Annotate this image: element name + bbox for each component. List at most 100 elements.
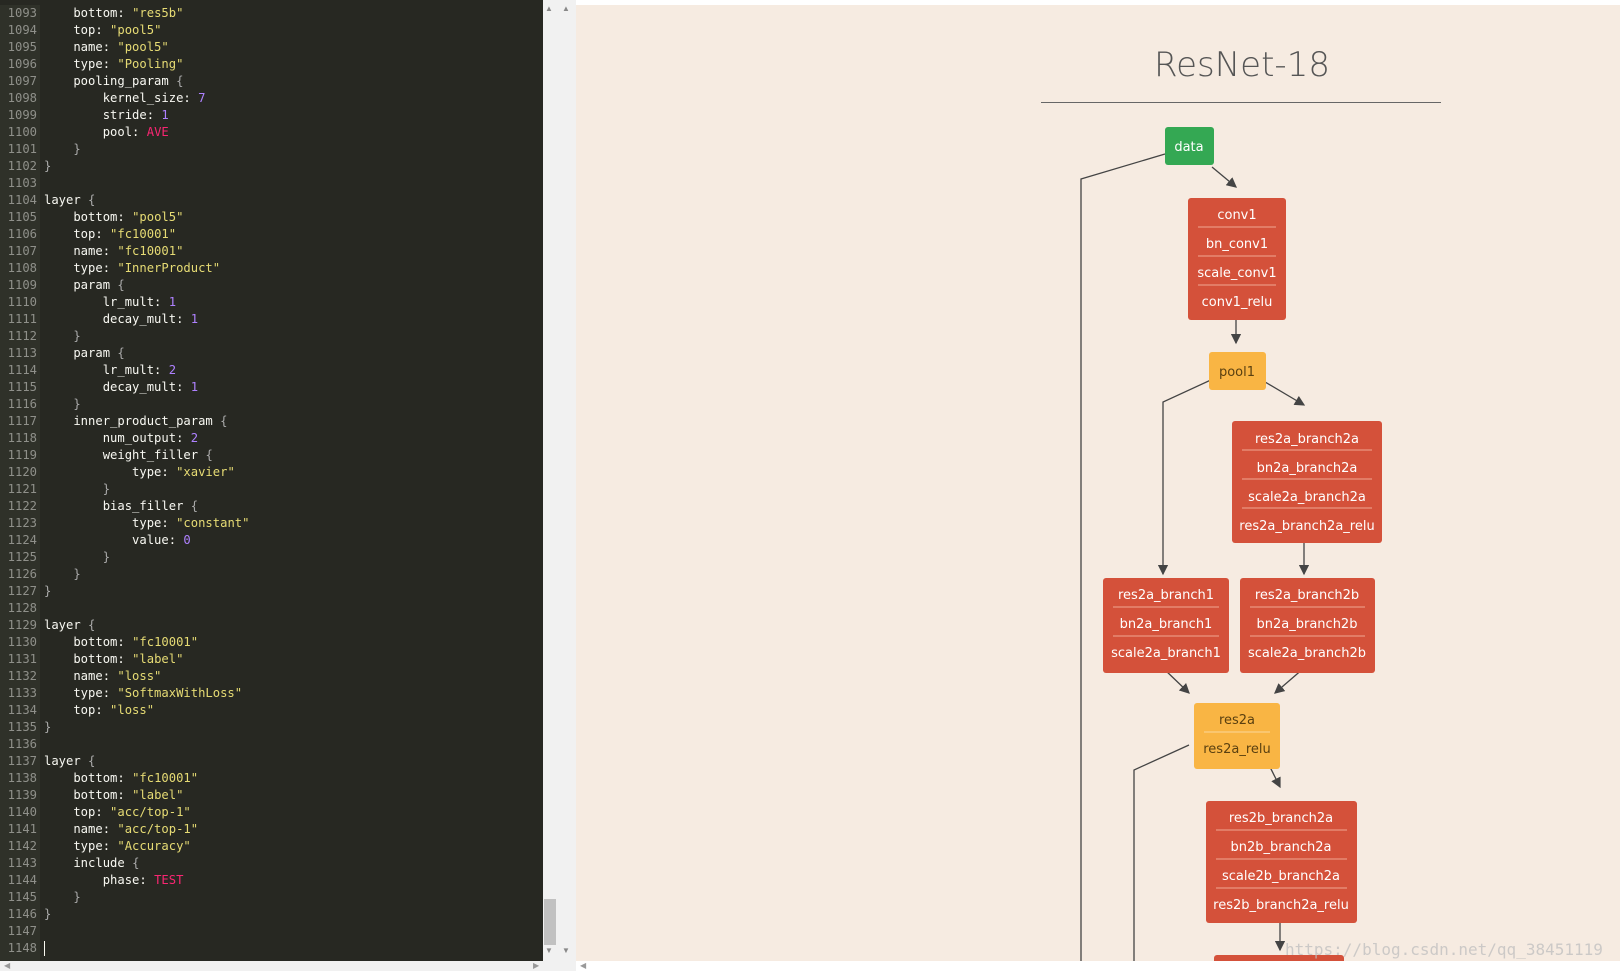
code-line[interactable]: inner_product_param { xyxy=(44,413,543,430)
code-token: name: xyxy=(44,40,118,54)
code-line[interactable]: } xyxy=(44,158,543,175)
code-token: value: xyxy=(44,533,184,547)
res2a-layer-label: res2a_relu xyxy=(1203,742,1270,757)
edge-res2a-skip xyxy=(1133,744,1190,961)
code-line[interactable]: } xyxy=(44,889,543,906)
network-graph[interactable]: data conv1 bn_conv1 scale_conv1 conv1_re… xyxy=(576,5,1620,961)
code-line[interactable]: layer { xyxy=(44,192,543,209)
code-line[interactable] xyxy=(44,940,543,957)
scrollbar-thumb[interactable] xyxy=(544,899,556,945)
scroll-right-arrow-icon[interactable]: ▶ xyxy=(533,961,540,970)
line-number: 1127 xyxy=(7,584,37,598)
code-line[interactable]: kernel_size: 7 xyxy=(44,90,543,107)
code-line[interactable]: param { xyxy=(44,345,543,362)
code-line[interactable]: type: "InnerProduct" xyxy=(44,260,543,277)
code-token xyxy=(44,142,73,156)
code-line[interactable]: name: "loss" xyxy=(44,668,543,685)
code-line[interactable]: bottom: "fc10001" xyxy=(44,634,543,651)
line-number: 1147 xyxy=(7,924,37,938)
code-line[interactable]: pool: AVE xyxy=(44,124,543,141)
node-next-partial[interactable] xyxy=(1214,955,1344,961)
code-line[interactable]: top: "pool5" xyxy=(44,22,543,39)
code-line[interactable]: lr_mult: 1 xyxy=(44,294,543,311)
node-conv1[interactable]: conv1 bn_conv1 scale_conv1 conv1_relu xyxy=(1188,198,1286,320)
line-number: 1123 xyxy=(7,516,37,530)
line-number: 1128 xyxy=(7,601,37,615)
code-line[interactable]: decay_mult: 1 xyxy=(44,379,543,396)
scroll-up-arrow-icon[interactable]: ▲ xyxy=(562,4,570,13)
scroll-left-arrow-icon[interactable]: ◀ xyxy=(580,961,587,970)
code-line[interactable]: name: "fc10001" xyxy=(44,243,543,260)
code-line[interactable]: type: "Pooling" xyxy=(44,56,543,73)
node-data[interactable]: data xyxy=(1165,127,1214,165)
scroll-down-arrow-icon[interactable]: ▼ xyxy=(545,946,553,955)
code-line[interactable]: type: "SoftmaxWithLoss" xyxy=(44,685,543,702)
code-line[interactable]: } xyxy=(44,141,543,158)
code-token: "InnerProduct" xyxy=(117,261,221,275)
code-line[interactable]: stride: 1 xyxy=(44,107,543,124)
code-line[interactable] xyxy=(44,923,543,940)
scroll-up-arrow-icon[interactable]: ▲ xyxy=(545,4,553,13)
code-line[interactable]: top: "fc10001" xyxy=(44,226,543,243)
code-line[interactable]: } xyxy=(44,396,543,413)
code-line[interactable]: value: 0 xyxy=(44,532,543,549)
code-line[interactable]: bottom: "label" xyxy=(44,787,543,804)
code-line[interactable]: } xyxy=(44,328,543,345)
code-line[interactable]: param { xyxy=(44,277,543,294)
code-line[interactable]: } xyxy=(44,719,543,736)
code-line[interactable] xyxy=(44,600,543,617)
code-line[interactable]: } xyxy=(44,906,543,923)
scroll-down-arrow-icon[interactable]: ▼ xyxy=(562,946,570,955)
code-line[interactable]: bias_filler { xyxy=(44,498,543,515)
node-pool1[interactable]: pool1 xyxy=(1209,352,1266,390)
viewer-horizontal-scrollbar[interactable]: ◀ xyxy=(576,961,1620,971)
code-line[interactable]: bottom: "label" xyxy=(44,651,543,668)
line-number: 1108 xyxy=(7,261,37,275)
code-line[interactable]: } xyxy=(44,566,543,583)
editor-vertical-scrollbar[interactable]: ▲ ▲ ▼ ▼ xyxy=(543,0,576,961)
code-line[interactable]: pooling_param { xyxy=(44,73,543,90)
node-res2a-branch1[interactable]: res2a_branch1 bn2a_branch1 scale2a_branc… xyxy=(1103,578,1229,673)
code-line[interactable] xyxy=(44,736,543,753)
network-graph-viewer[interactable]: ResNet-18 data xyxy=(576,5,1620,961)
node-res2a[interactable]: res2a res2a_relu xyxy=(1194,703,1280,769)
code-line[interactable]: bottom: "res5b" xyxy=(44,5,543,22)
code-line[interactable]: top: "loss" xyxy=(44,702,543,719)
code-line[interactable]: type: "xavier" xyxy=(44,464,543,481)
code-text[interactable]: bottom: "res5b" top: "pool5" name: "pool… xyxy=(44,5,543,957)
code-line[interactable]: weight_filler { xyxy=(44,447,543,464)
scroll-left-arrow-icon[interactable]: ◀ xyxy=(4,961,11,970)
line-number: 1097 xyxy=(7,74,37,88)
code-line[interactable]: lr_mult: 2 xyxy=(44,362,543,379)
code-line[interactable] xyxy=(44,175,543,192)
code-line[interactable]: name: "acc/top-1" xyxy=(44,821,543,838)
code-line[interactable]: type: "constant" xyxy=(44,515,543,532)
line-number: 1122 xyxy=(7,499,37,513)
line-number: 1125 xyxy=(7,550,37,564)
code-line[interactable]: } xyxy=(44,549,543,566)
editor-horizontal-scrollbar[interactable]: ◀ ▶ xyxy=(0,961,576,971)
code-line[interactable]: } xyxy=(44,481,543,498)
code-line[interactable]: layer { xyxy=(44,617,543,634)
code-line[interactable]: bottom: "pool5" xyxy=(44,209,543,226)
res2b-branch2a-layer-label: res2b_branch2a_relu xyxy=(1213,898,1349,913)
node-res2a-branch2a[interactable]: res2a_branch2a bn2a_branch2a scale2a_bra… xyxy=(1232,421,1382,543)
res2b-branch2a-layer-label: res2b_branch2a xyxy=(1229,811,1333,826)
code-line[interactable]: bottom: "fc10001" xyxy=(44,770,543,787)
code-token xyxy=(44,550,103,564)
code-line[interactable]: top: "acc/top-1" xyxy=(44,804,543,821)
code-line[interactable]: num_output: 2 xyxy=(44,430,543,447)
code-line[interactable]: layer { xyxy=(44,753,543,770)
code-line[interactable]: } xyxy=(44,583,543,600)
code-line[interactable]: decay_mult: 1 xyxy=(44,311,543,328)
node-res2b-branch2a[interactable]: res2b_branch2a bn2b_branch2a scale2b_bra… xyxy=(1206,801,1357,923)
node-res2a-branch2b[interactable]: res2a_branch2b bn2a_branch2b scale2a_bra… xyxy=(1240,578,1375,673)
code-line[interactable]: name: "pool5" xyxy=(44,39,543,56)
line-number: 1113 xyxy=(7,346,37,360)
code-line[interactable]: phase: TEST xyxy=(44,872,543,889)
code-line[interactable]: include { xyxy=(44,855,543,872)
code-line[interactable]: type: "Accuracy" xyxy=(44,838,543,855)
line-number: 1141 xyxy=(7,822,37,836)
